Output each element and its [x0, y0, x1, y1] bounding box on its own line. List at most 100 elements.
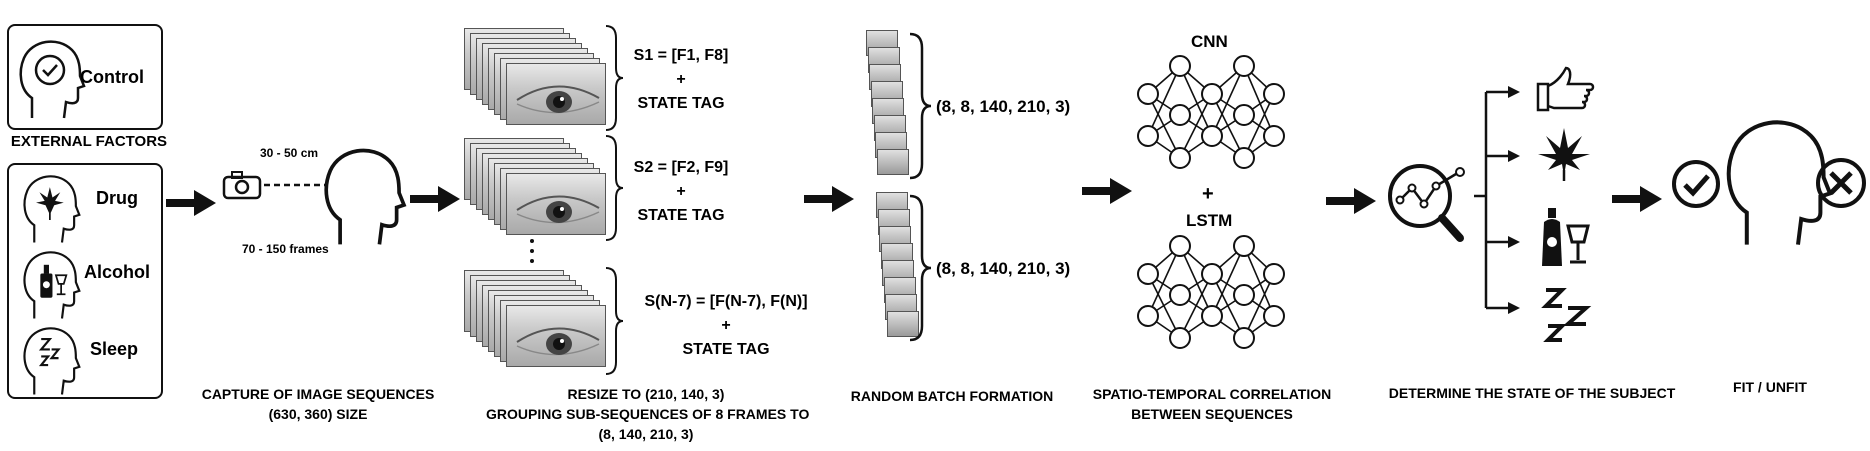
network-connection — [1147, 65, 1181, 137]
sequence-n-text: S(N-7) = [F(N-7), F(N)] + STATE TAG — [626, 290, 826, 362]
subject-head-icon — [324, 148, 407, 245]
arrow-right-icon — [1082, 178, 1132, 204]
fit-check-icon — [1672, 160, 1720, 208]
network-node — [1137, 305, 1159, 327]
network-connection — [1243, 245, 1275, 317]
network-connection — [1211, 245, 1245, 317]
lstm-label: LSTM — [1186, 211, 1233, 230]
drug-head-icon — [23, 175, 81, 243]
sequence-n-tag: STATE TAG — [682, 341, 770, 358]
sequence-1-text: S1 = [F1, F8] + STATE TAG — [616, 44, 746, 116]
batch-shape-1: (8, 8, 140, 210, 3) — [936, 97, 1071, 116]
sequence-2-plus: + — [676, 183, 686, 200]
unfit-cross-icon — [1816, 158, 1866, 208]
network-connection — [1179, 245, 1213, 317]
network-connection — [1211, 65, 1245, 137]
network-node — [1233, 284, 1255, 306]
network-node — [1233, 104, 1255, 126]
network-connection — [1243, 273, 1275, 339]
network-node — [1137, 83, 1159, 105]
sleep-label: Sleep — [90, 339, 139, 359]
brace-1 — [605, 25, 624, 131]
sleep-head-icon — [23, 327, 81, 395]
brace-2 — [605, 135, 624, 241]
arrow-right-icon — [1326, 188, 1376, 214]
network-node — [1263, 305, 1285, 327]
alcohol-label: Alcohol — [84, 262, 150, 282]
drug-label: Drug — [96, 188, 138, 208]
network-node — [1169, 284, 1191, 306]
network-node — [1263, 263, 1285, 285]
ellipsis-dots — [530, 239, 534, 263]
cannabis-leaf-icon — [1538, 128, 1590, 181]
eye-frame — [506, 63, 606, 125]
distance-label: 30 - 50 cm — [260, 146, 319, 160]
sequence-1-tag: STATE TAG — [637, 95, 725, 112]
network-node — [1201, 263, 1223, 285]
network-node — [1201, 83, 1223, 105]
batch-brace-1 — [909, 32, 932, 180]
frames-label: 70 - 150 frames — [242, 242, 329, 256]
lstm-network — [1137, 235, 1285, 349]
sequence-n-plus: + — [721, 317, 731, 334]
camera-icon — [222, 171, 262, 200]
sequence-2-range: S2 = [F2, F9] — [633, 159, 729, 176]
sequence-n-range: S(N-7) = [F(N-7), F(N)] — [644, 293, 808, 310]
network-node — [1137, 125, 1159, 147]
sleep-z-icon — [1541, 288, 1592, 342]
grouping-caption-line3: (8, 140, 210, 3) — [598, 426, 694, 442]
batch-frame — [886, 311, 919, 337]
network-connection — [1147, 245, 1181, 317]
network-node — [1201, 305, 1223, 327]
network-node — [1169, 235, 1191, 257]
network-node — [1169, 147, 1191, 169]
network-node — [1169, 327, 1191, 349]
determine-caption: DETERMINE THE STATE OF THE SUBJECT — [1388, 385, 1676, 401]
network-node — [1137, 263, 1159, 285]
decision-tree-lines — [1474, 86, 1520, 314]
thumbs-up-icon — [1536, 66, 1595, 112]
network-node — [1201, 125, 1223, 147]
model-plus: + — [1202, 183, 1214, 205]
grouping-caption-line2: GROUPING SUB-SEQUENCES OF 8 FRAMES TO — [486, 406, 810, 422]
arrow-right-icon — [410, 186, 460, 212]
sequence-1-plus: + — [676, 71, 686, 88]
batch-frame — [876, 149, 909, 175]
analysis-magnifier-icon — [1388, 164, 1465, 242]
network-node — [1233, 327, 1255, 349]
batch-brace-2 — [909, 194, 932, 342]
arrow-right-icon — [1612, 186, 1662, 212]
batch-shape-2: (8, 8, 140, 210, 3) — [936, 259, 1071, 278]
control-head-icon — [19, 40, 86, 119]
network-node — [1233, 147, 1255, 169]
network-node — [1233, 55, 1255, 77]
grouping-caption-line1: RESIZE TO (210, 140, 3) — [567, 386, 725, 402]
sequence-2-tag: STATE TAG — [637, 207, 725, 224]
external-factors-title: EXTERNAL FACTORS — [10, 133, 168, 150]
batch-caption: RANDOM BATCH FORMATION — [850, 388, 1054, 404]
model-caption-line1: SPATIO-TEMPORAL CORRELATION — [1092, 386, 1332, 402]
sequence-2-text: S2 = [F2, F9] + STATE TAG — [616, 156, 746, 228]
network-node — [1169, 55, 1191, 77]
network-connection — [1243, 93, 1275, 159]
network-node — [1263, 83, 1285, 105]
factors-box — [7, 163, 163, 399]
network-connection — [1179, 93, 1213, 159]
network-connection — [1243, 65, 1275, 137]
sequence-1-range: S1 = [F1, F8] — [633, 47, 729, 64]
network-node — [1263, 125, 1285, 147]
cnn-network — [1137, 55, 1285, 169]
network-node — [1169, 104, 1191, 126]
arrow-right-icon — [166, 190, 216, 216]
network-connection — [1179, 273, 1213, 339]
result-caption: FIT / UNFIT — [1733, 379, 1807, 395]
distance-dashed-line — [264, 183, 328, 187]
bottle-glass-icon — [1542, 208, 1590, 266]
model-caption-line2: BETWEEN SEQUENCES — [1131, 406, 1293, 422]
result-head-icon — [1726, 120, 1833, 245]
brace-3 — [605, 267, 624, 375]
eye-frame — [506, 173, 606, 235]
control-label: Control — [80, 67, 144, 87]
alcohol-head-icon — [23, 251, 81, 319]
eye-frame — [506, 305, 606, 367]
